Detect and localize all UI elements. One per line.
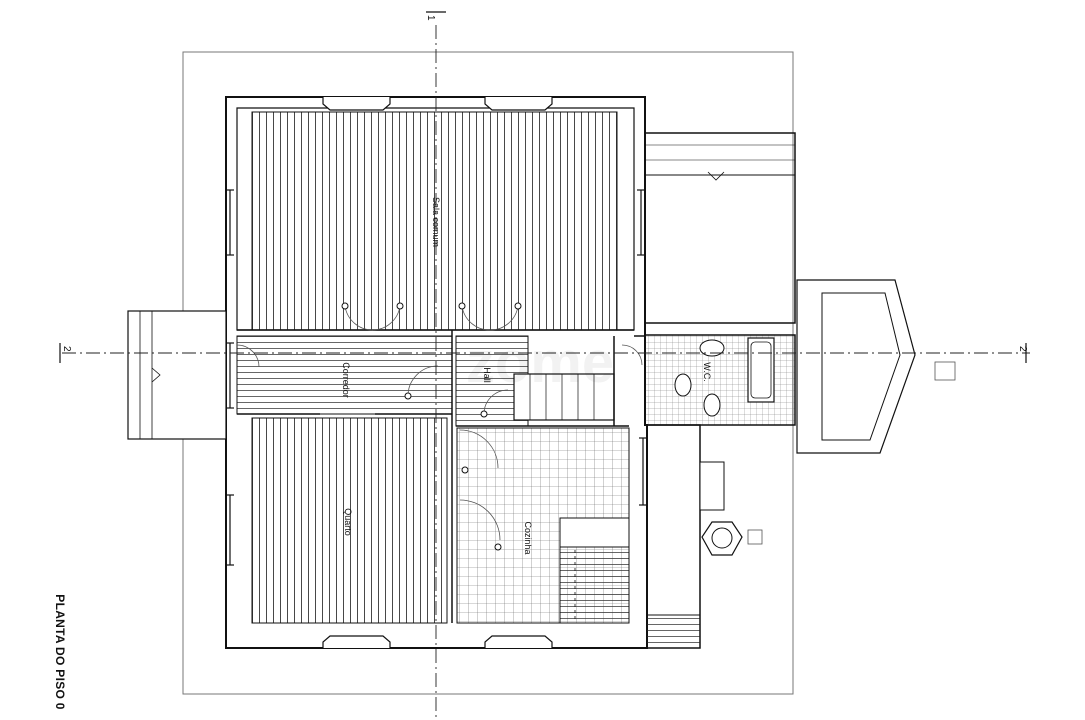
bathtub [747, 337, 775, 403]
room-label-quarto: Quarto [343, 508, 353, 536]
sala-comum-floor [251, 111, 618, 331]
bidet [703, 393, 721, 417]
kitchen-counter-side [559, 546, 630, 624]
room-label-cozinha: Cozinha [523, 521, 533, 554]
quarto-floor [251, 417, 448, 624]
annex-bench [646, 614, 701, 649]
windows-left [226, 189, 234, 566]
axis-marker-left: 2 [61, 346, 72, 352]
sink [699, 339, 725, 357]
windows-right [637, 189, 647, 506]
partitions [237, 329, 645, 623]
axis-marker-top: 1 [425, 15, 436, 21]
watermark: zome [466, 330, 614, 395]
room-label-wc: W.C. [702, 362, 712, 382]
annex-top [645, 132, 796, 324]
door-swings [236, 305, 643, 541]
kitchen-counter-top [559, 517, 630, 548]
stair-treads [529, 374, 595, 420]
windows-bottom [322, 635, 553, 648]
entrance-steps [127, 310, 227, 440]
windows-top [322, 96, 553, 111]
room-label-sala: Sala comum [431, 197, 441, 247]
door-handles [341, 302, 522, 551]
staircase [513, 373, 615, 421]
axis-marker-right: 2 [1017, 346, 1028, 352]
room-label-corredor: Corredor [341, 362, 351, 398]
well [701, 521, 743, 556]
toilet [674, 373, 692, 397]
room-label-hall: Hall [482, 367, 492, 383]
bay-structure [796, 279, 916, 454]
drawing-title: PLANTA DO PISO 0 [53, 594, 67, 710]
